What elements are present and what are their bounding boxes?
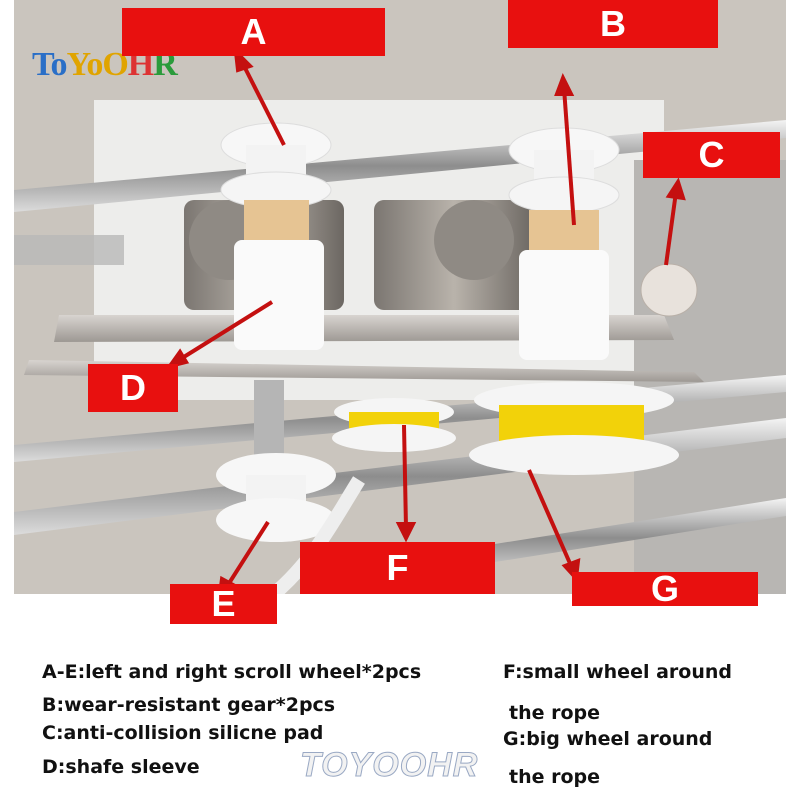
legend-line-2: B:wear-resistant gear*2pcs	[42, 694, 336, 716]
watermark: TOYOOHR	[299, 746, 479, 785]
silicone-pad	[640, 263, 698, 317]
legend-line-3: C:anti-collision silicne pad	[42, 722, 324, 744]
label-g: G	[572, 568, 758, 609]
label-a: A	[122, 8, 385, 56]
machine-illustration	[14, 0, 786, 594]
legend-line-6: the rope	[509, 702, 601, 724]
right-gear	[529, 210, 599, 250]
right-shaft-sleeve	[519, 250, 609, 360]
left-shaft-sleeve	[234, 240, 324, 350]
machine-photo	[14, 0, 786, 594]
legend-line-8: the rope	[509, 766, 601, 788]
label-d: D	[88, 364, 178, 412]
label-e: E	[170, 583, 277, 624]
label-c: C	[643, 132, 780, 178]
legend-line-5: F:small wheel around	[503, 661, 732, 683]
scroll-wheel-e	[216, 498, 336, 542]
legend-line-1: A-E:left and right scroll wheel*2pcs	[42, 661, 422, 683]
label-b: B	[508, 0, 718, 48]
left-gear	[244, 200, 309, 240]
label-f: F	[300, 542, 495, 594]
legend-line-4: D:shafe sleeve	[42, 756, 200, 778]
legend-line-7: G:big wheel around	[503, 728, 713, 750]
